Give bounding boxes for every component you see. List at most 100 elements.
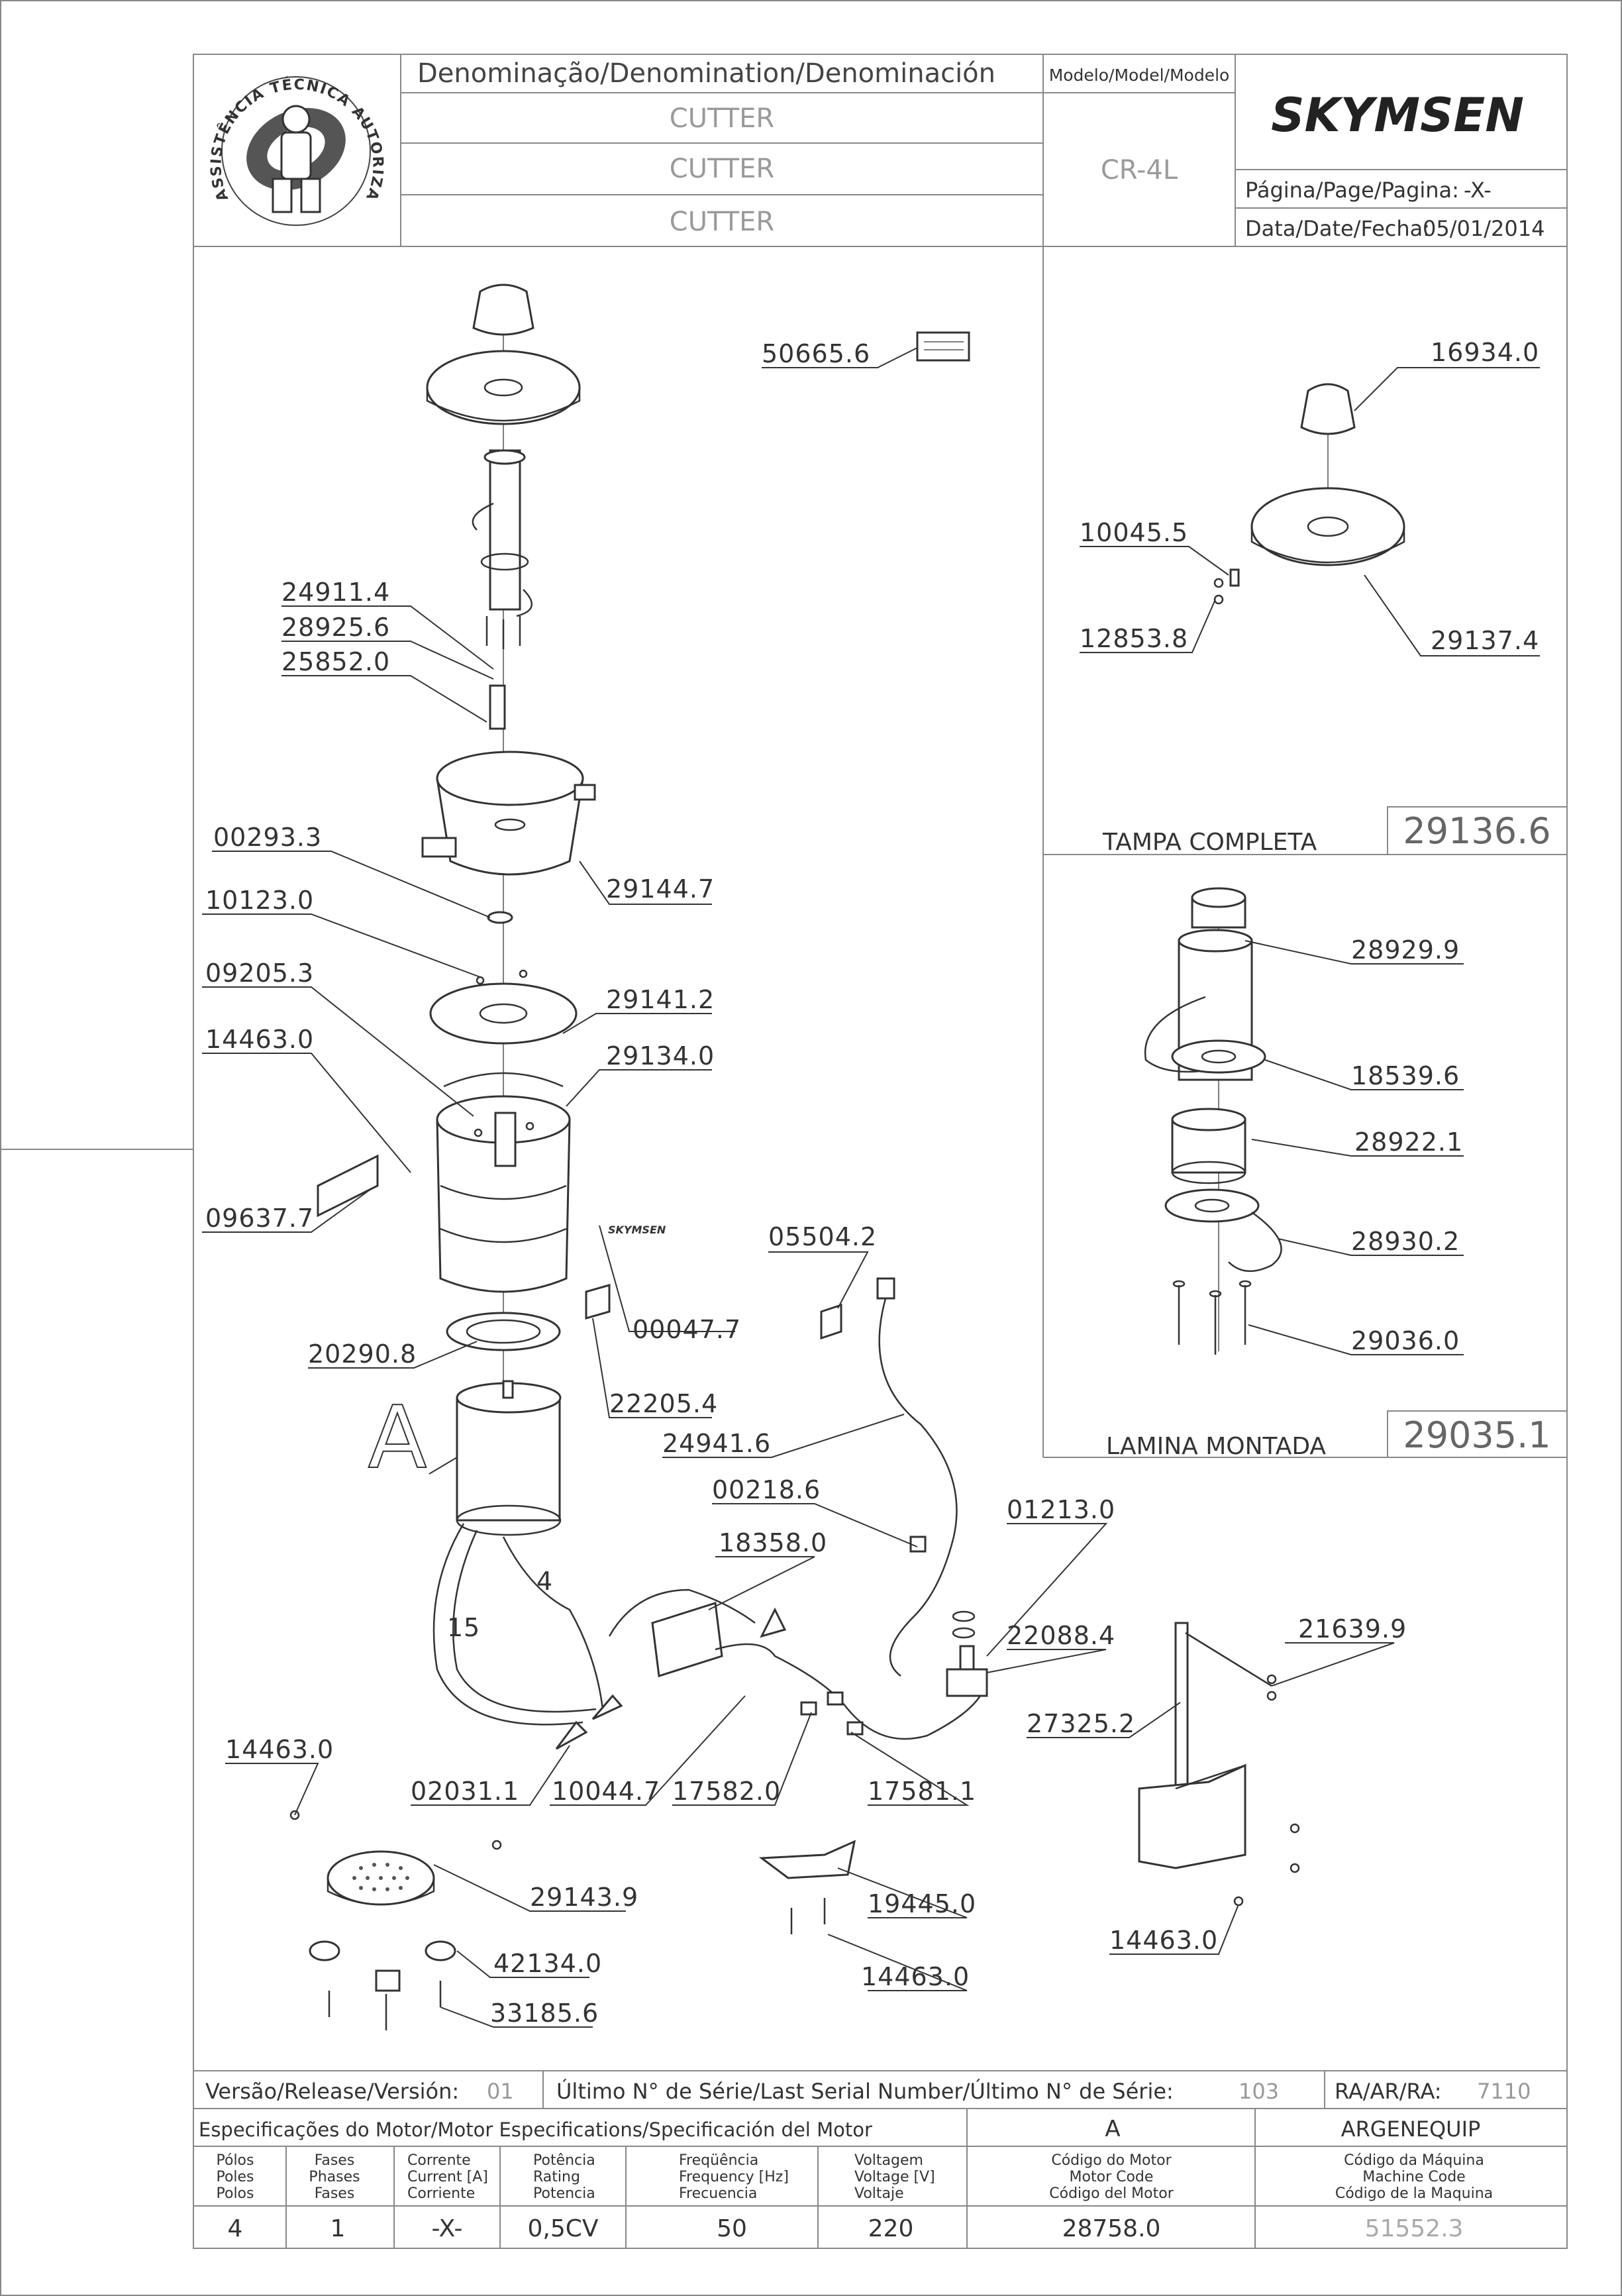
bowl-spout: [421, 837, 457, 858]
svg-text:Corriente: Corriente: [407, 2185, 475, 2202]
svg-text:Fases: Fases: [315, 2152, 355, 2169]
foot: [309, 1940, 340, 1961]
denomination-value-pt: CUTTER: [670, 103, 774, 134]
page-value: -X-: [1464, 178, 1492, 203]
upper-blade: [1144, 996, 1213, 1073]
svg-text:Código de la Maquina: Código de la Maquina: [1335, 2185, 1493, 2202]
label-24911-4: 24911.4: [281, 578, 390, 607]
svg-text:Rating: Rating: [533, 2169, 580, 2185]
label-24941-6: 24941.6: [662, 1429, 771, 1458]
label-10044-7: 10044.7: [552, 1777, 660, 1806]
label-33185-6: 33185.6: [490, 1999, 599, 2028]
spec-col-phases: Fases Phases Fases 1: [309, 2152, 360, 2242]
motor-spec-letter: A: [1105, 2116, 1120, 2142]
svg-text:Voltage [V]: Voltage [V]: [854, 2169, 935, 2185]
housing-handle: [494, 1112, 517, 1167]
svg-text:Frecuencia: Frecuencia: [679, 2185, 757, 2202]
label-28929-9: 28929.9: [1351, 935, 1460, 965]
svg-text:Potência: Potência: [533, 2152, 595, 2169]
label-00047-7: 00047.7: [633, 1315, 741, 1344]
base-plate-holes: [352, 1863, 409, 1891]
motor-wires: [432, 1523, 583, 1726]
label-10045-5: 10045.5: [1080, 518, 1188, 547]
body-housing: [436, 1119, 571, 1293]
spec-rating-value: 0,5CV: [527, 2215, 598, 2242]
model-value: CR-4L: [1101, 155, 1178, 185]
serial-value: 103: [1239, 2079, 1279, 2104]
spec-phases-value: 1: [330, 2215, 346, 2242]
main-lid: [426, 350, 581, 425]
label-17581-1: 17581.1: [868, 1777, 976, 1806]
svg-text:Motor Code: Motor Code: [1070, 2169, 1154, 2185]
label-21639-9: 21639.9: [1298, 1614, 1407, 1644]
blade-key: [489, 684, 506, 730]
switch: [946, 1668, 988, 1697]
ra-label: RA/AR/RA:: [1335, 2079, 1442, 2104]
power-plug: [876, 1277, 895, 1300]
label-42134-0: 42134.0: [493, 1949, 602, 1978]
version-label: Versão/Release/Versión:: [205, 2079, 459, 2104]
label-14463-0-d: 14463.0: [1109, 1926, 1218, 1955]
svg-text:Current [A]: Current [A]: [407, 2169, 488, 2185]
blade-screws: [1172, 1280, 1252, 1355]
svg-text:Fases: Fases: [315, 2185, 355, 2202]
label-12853-8: 12853.8: [1080, 624, 1188, 653]
blade-assembly-panel: LAMINA MONTADA 29035.1: [1106, 887, 1568, 1460]
svg-text:Phases: Phases: [309, 2169, 360, 2185]
label-25852-0: 25852.0: [281, 647, 390, 676]
svg-text:Machine Code: Machine Code: [1362, 2169, 1465, 2185]
lid-disc: [1250, 487, 1405, 566]
support-plate: [429, 982, 578, 1045]
wire-label-5: 5: [464, 1613, 480, 1642]
wire-connector: [555, 1720, 588, 1750]
harness: [715, 1643, 982, 1740]
svg-text:Potencia: Potencia: [533, 2185, 595, 2202]
lower-blade: [1164, 1188, 1260, 1223]
label-14463-0-b: 14463.0: [225, 1735, 334, 1764]
spec-col-motor-code: Código do Motor Motor Code Código del Mo…: [1049, 2152, 1174, 2242]
serial-label: Último N° de Série/Last Serial Number/Úl…: [556, 2078, 1174, 2104]
spec-voltage-value: 220: [868, 2215, 914, 2242]
lid-screw: [1213, 578, 1224, 588]
motor-ring: [446, 1312, 561, 1351]
denomination-value-es: CUTTER: [670, 207, 774, 237]
main-blade-shaft: [489, 449, 521, 611]
label-19445-0: 19445.0: [868, 1889, 976, 1918]
page-label: Página/Page/Pagina:: [1245, 178, 1459, 203]
gasket-plate: [585, 1284, 611, 1320]
spec-col-frequency: Freqüência Frequency [Hz] Frecuencia 50: [679, 2152, 789, 2242]
label-20290-8: 20290.8: [308, 1339, 417, 1369]
spec-col-rating: Potência Rating Potencia 0,5CV: [527, 2152, 598, 2242]
terminal-block: [651, 1602, 723, 1677]
safety-decal: [916, 331, 970, 362]
svg-text:Voltagem: Voltagem: [854, 2152, 923, 2169]
spec-poles-value: 4: [228, 2215, 243, 2242]
label-16934-0: 16934.0: [1431, 338, 1539, 367]
wire-label-4: 4: [536, 1567, 552, 1596]
svg-text:Freqüência: Freqüência: [679, 2152, 758, 2169]
label-27325-2: 27325.2: [1027, 1709, 1135, 1738]
label-05504-2: 05504.2: [768, 1222, 877, 1251]
date-label: Data/Date/Fecha:: [1245, 216, 1430, 241]
brand-sticker: SKYMSEN: [608, 1224, 666, 1236]
svg-text:Corrente: Corrente: [407, 2152, 471, 2169]
label-29141-2: 29141.2: [606, 985, 715, 1014]
label-17582-0: 17582.0: [672, 1777, 781, 1806]
label-22205-4: 22205.4: [609, 1389, 718, 1418]
label-01213-0: 01213.0: [1007, 1495, 1115, 1524]
mounting-bracket: [758, 1840, 856, 1879]
drawing-frame: [193, 54, 1568, 2249]
label-28930-2: 28930.2: [1351, 1227, 1460, 1256]
label-18539-6: 18539.6: [1351, 1061, 1460, 1090]
base-screw: [289, 1810, 300, 1820]
svg-text:Poles: Poles: [216, 2169, 254, 2185]
blade-panel-title: LAMINA MONTADA: [1106, 1433, 1326, 1460]
label-00218-6: 00218.6: [712, 1475, 821, 1504]
label-22088-4: 22088.4: [1007, 1621, 1115, 1650]
stand-base: [1138, 1763, 1246, 1869]
spec-col-voltage: Voltagem Voltage [V] Voltaje 220: [854, 2152, 935, 2242]
spec-table: Versão/Release/Versión: 01 Último N° de …: [193, 2070, 1567, 2248]
power-cord: [878, 1291, 958, 1677]
model-label: Modelo/Model/Modelo: [1049, 66, 1230, 85]
